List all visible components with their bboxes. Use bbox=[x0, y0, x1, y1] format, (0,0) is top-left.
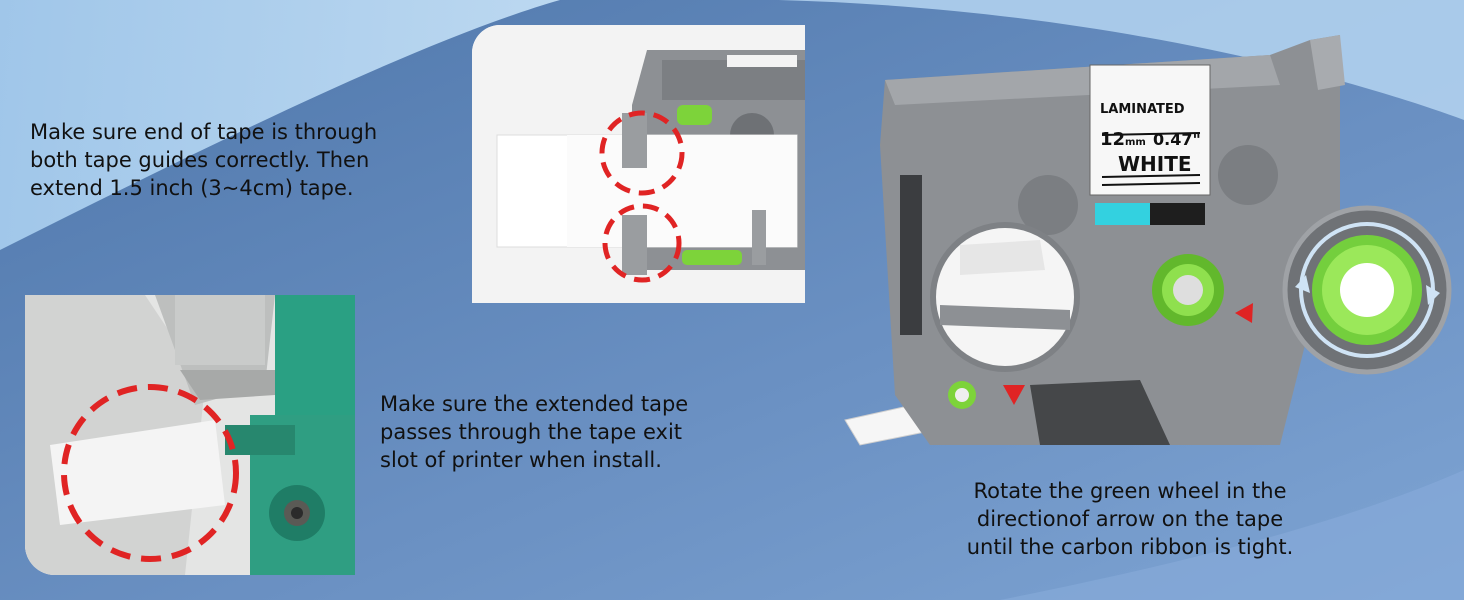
caption-line: Rotate the green wheel in the bbox=[973, 479, 1287, 503]
tape-guides-illustration bbox=[472, 25, 805, 303]
caption-line: extend 1.5 inch (3~4cm) tape. bbox=[30, 176, 354, 200]
caption-line: passes through the tape exit bbox=[380, 420, 683, 444]
cassette-label bbox=[1089, 64, 1211, 196]
caption-line: Make sure the extended tape bbox=[380, 392, 689, 416]
label-laminated: LAMINATED bbox=[1100, 102, 1185, 117]
label-unit-mm: mm bbox=[1125, 137, 1146, 148]
caption-line: until the carbon ribbon is tight. bbox=[966, 535, 1294, 559]
caption-line: Make sure end of tape is through bbox=[30, 120, 378, 144]
exit-slot-photo bbox=[25, 295, 355, 575]
red-arrow-icon bbox=[1235, 303, 1253, 323]
green-wheel-caption: Rotate the green wheel in the directiono… bbox=[930, 477, 1330, 561]
tape-guides-caption: Make sure end of tape is through both ta… bbox=[30, 118, 377, 202]
caption-line: slot of printer when install. bbox=[380, 448, 662, 472]
rotate-arrow-icon bbox=[1295, 275, 1310, 293]
exit-slot-illustration bbox=[25, 295, 355, 575]
tape-guides-photo bbox=[472, 25, 805, 303]
label-size-mm: 12 bbox=[1100, 129, 1125, 150]
exit-slot-caption: Make sure the extended tape passes throu… bbox=[380, 390, 688, 474]
label-size-inch: 0.47" bbox=[1153, 130, 1201, 149]
red-arrow-icon bbox=[1003, 385, 1025, 405]
caption-line: both tape guides correctly. Then bbox=[30, 148, 370, 172]
label-color: WHITE bbox=[1118, 152, 1192, 176]
caption-line: directionof arrow on the tape bbox=[976, 507, 1284, 531]
tape-cassette-illustration: LAMINATED 12 mm 0.47" WHITE bbox=[844, 35, 1452, 446]
rotate-arrow-icon bbox=[1426, 285, 1440, 305]
